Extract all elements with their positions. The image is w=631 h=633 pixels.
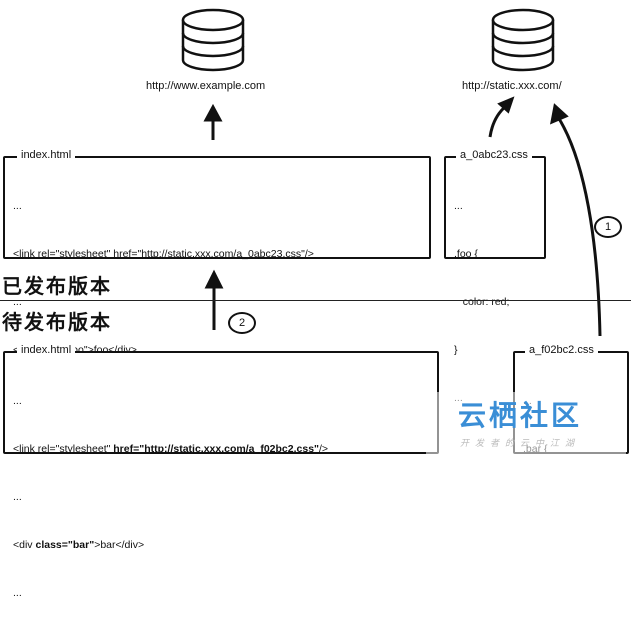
version-divider: [0, 300, 631, 301]
database-icon: [491, 8, 555, 72]
code-line: <div class="bar">bar</div>: [13, 537, 328, 553]
box-title: index.html: [17, 344, 76, 356]
curved-arrow-icon: [488, 96, 515, 138]
code-line: ...: [13, 587, 22, 599]
code-text: <link rel="stylesheet": [13, 443, 114, 455]
code-line: ...: [13, 200, 22, 212]
watermark-slogan: 开发者的云中江湖: [460, 439, 581, 449]
arrow-up-icon: [204, 269, 224, 330]
code-line: ...: [13, 296, 22, 308]
code-line: <link rel="stylesheet" href="http://stat…: [13, 441, 328, 457]
watermark: 云栖社区 开发者的云中江湖: [426, 392, 626, 454]
code-line: <link rel="stylesheet" href="http://stat…: [13, 248, 314, 260]
code-line: ...: [13, 395, 22, 407]
code-line: ...: [13, 491, 22, 503]
step-badge-1: 1: [594, 216, 622, 238]
code-text: <div: [13, 539, 36, 551]
code-line: }: [454, 344, 458, 356]
step-badge-2: 2: [228, 312, 256, 334]
code-line: ...: [454, 200, 463, 212]
published-index-html-box: index.html ... <link rel="stylesheet" hr…: [3, 149, 431, 404]
arrow-up-icon: [203, 103, 223, 140]
published-section-label: 已发布版本: [2, 274, 112, 298]
code-text: >bar</div>: [94, 539, 145, 551]
published-css-box: a_0abc23.css ... .foo { color: red; } ..…: [444, 149, 546, 404]
pending-section-label: 待发布版本: [2, 310, 112, 334]
box-title: a_0abc23.css: [456, 149, 532, 161]
code-line: .foo {: [454, 248, 478, 260]
pending-index-html-box: index.html ... <link rel="stylesheet" hr…: [3, 344, 439, 599]
server-url-example[interactable]: http://www.example.com: [146, 80, 266, 92]
box-title: a_f02bc2.css: [525, 344, 598, 356]
box-title: index.html: [17, 149, 76, 161]
code-text: />: [319, 443, 329, 455]
code-line: color: red;: [454, 296, 510, 308]
code-block: ... <link rel="stylesheet" href="http://…: [13, 361, 328, 633]
code-highlight: href="http://static.xxx.com/a_f02bc2.css…: [113, 443, 320, 455]
long-curved-arrow-icon: [550, 103, 602, 337]
code-block: ... <link rel="stylesheet" href="http://…: [13, 166, 314, 438]
watermark-logo-text: 云栖社区: [458, 399, 583, 432]
code-highlight: class="bar": [35, 539, 95, 551]
server-url-static[interactable]: http://static.xxx.com/: [462, 80, 562, 92]
database-icon: [181, 8, 245, 72]
